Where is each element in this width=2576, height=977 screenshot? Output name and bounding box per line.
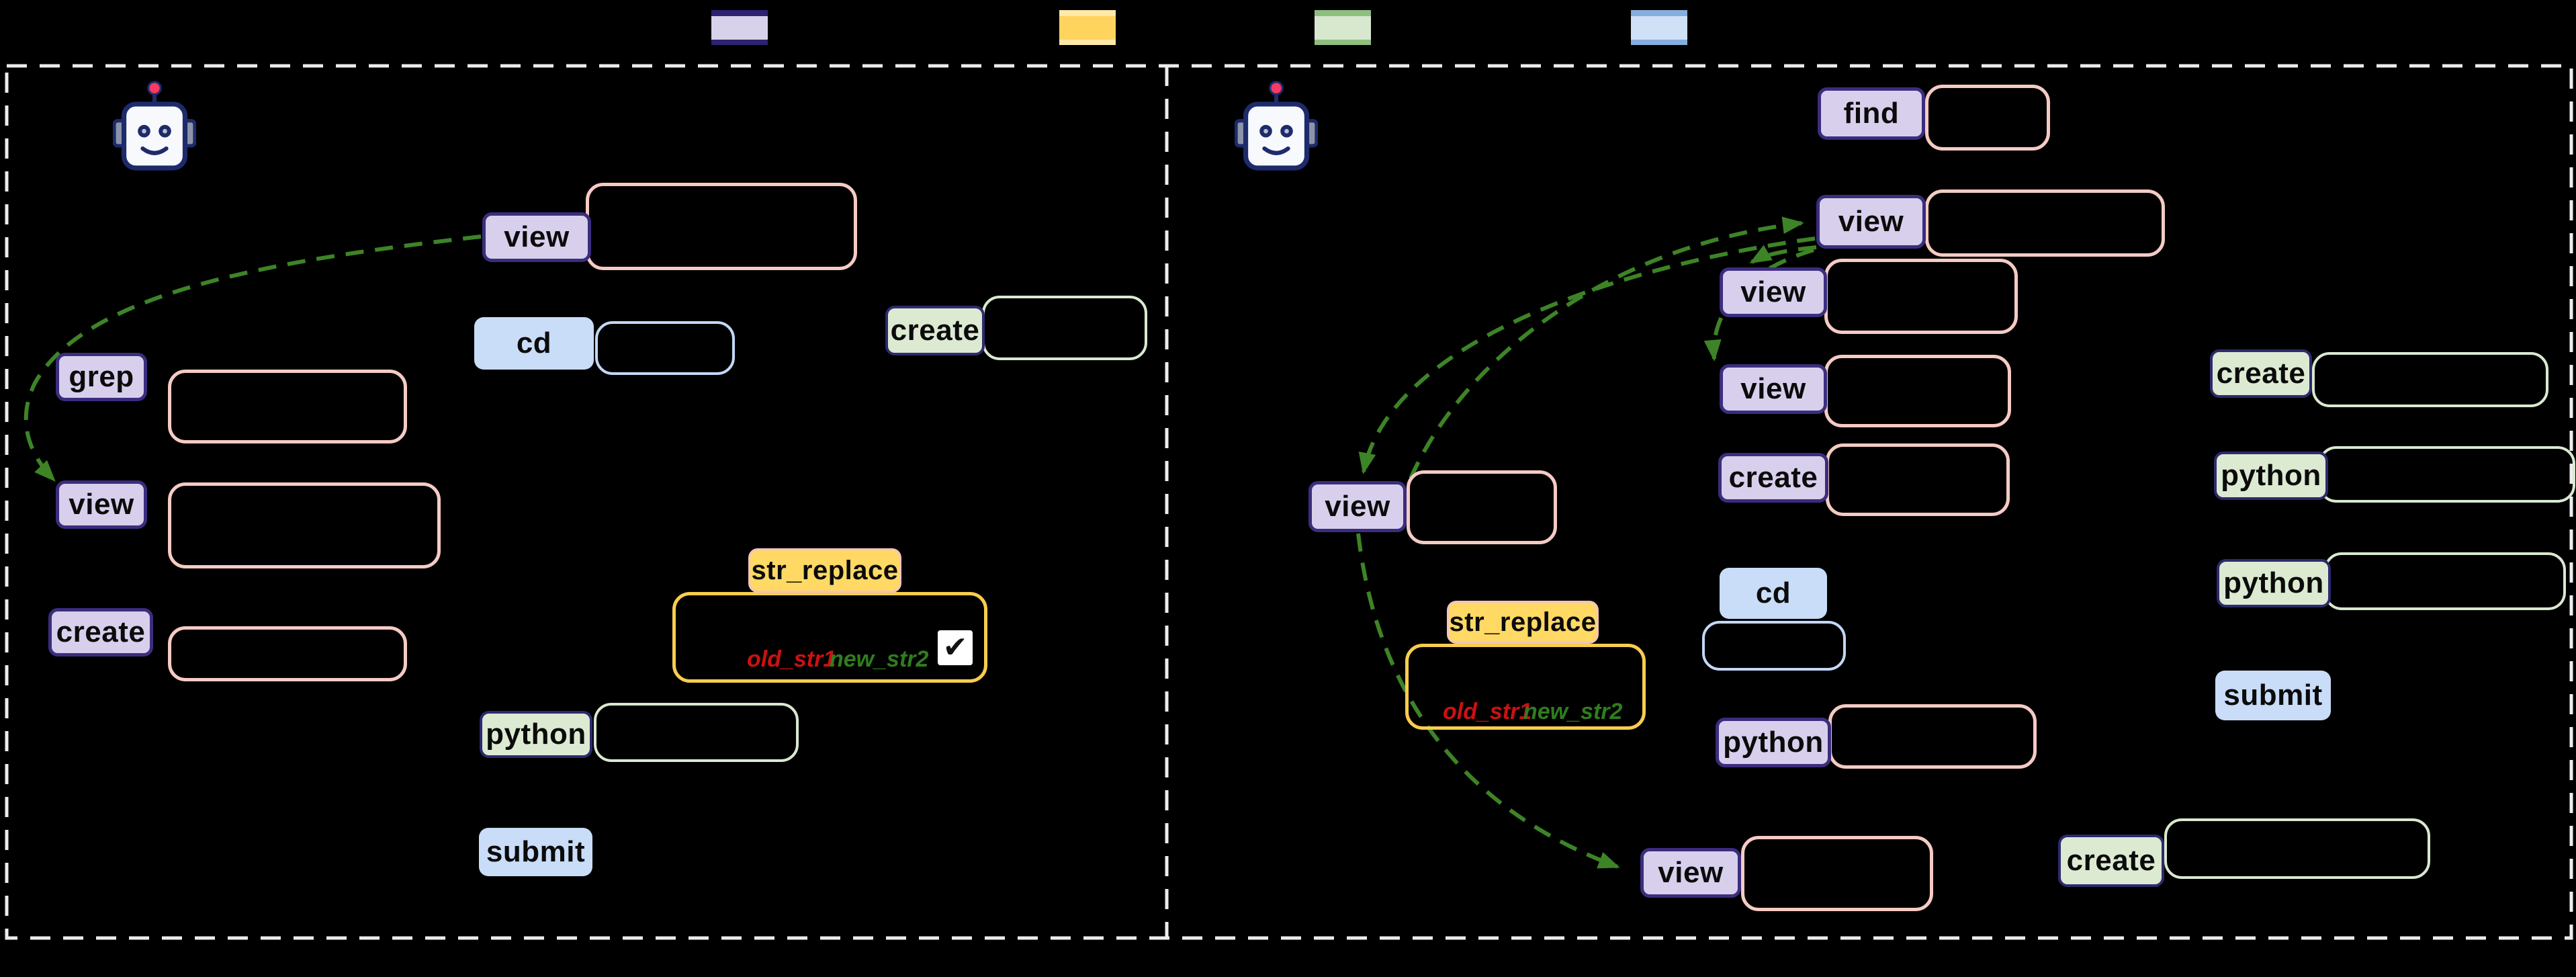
python-g1-label: python — [2214, 452, 2328, 500]
old-str-annotation: old_str1 — [747, 646, 836, 672]
view-1-label: view — [482, 212, 591, 262]
str-replace-2-label: str_replace — [1447, 601, 1599, 644]
str-replace-1-label: str_replace — [748, 548, 901, 593]
view-b1-label: view — [1720, 267, 1827, 317]
cd-1-arg-box — [595, 321, 735, 375]
submit-1-label: submit — [479, 828, 592, 876]
legend-swatch-purple — [711, 10, 768, 45]
arrow-viewmid-to-viewtop — [1409, 216, 1804, 480]
create-1-arg-box — [982, 296, 1147, 360]
create-p-label: create — [1718, 453, 1828, 503]
success-check-icon: ✔ — [938, 630, 973, 665]
new-str-annotation: new_str2 — [830, 646, 929, 672]
find-1-arg-box — [1925, 85, 2050, 151]
grep-1-arg-box — [168, 370, 407, 443]
create-p-arg-box — [1826, 443, 2010, 516]
old-str-annotation: old_str1 — [1443, 699, 1532, 724]
legend-swatch-blue — [1631, 10, 1687, 45]
view-b1-arg-box — [1824, 259, 2018, 334]
legend-swatch-green — [1315, 10, 1371, 45]
view-b2-arg-box — [1824, 355, 2011, 427]
arrow-viewtop-to-viewb1 — [1749, 245, 1817, 264]
grep-1-label: grep — [56, 353, 147, 401]
robot-agent-icon — [1234, 79, 1319, 173]
create-1-label: create — [885, 306, 985, 355]
view-top-arg-box — [1925, 189, 2165, 257]
python-p-label: python — [1716, 718, 1831, 767]
view-top-label: view — [1816, 195, 1926, 249]
create-g2-arg-box — [2164, 818, 2430, 879]
create-g1-arg-box — [2312, 352, 2548, 407]
view-mid-arg-box — [1407, 470, 1557, 544]
view-mid-label: view — [1308, 481, 1407, 532]
view-b2-label: view — [1720, 364, 1827, 414]
view-2-label: view — [56, 480, 147, 529]
python-1-arg-box — [594, 703, 799, 762]
python-p-arg-box — [1828, 704, 2037, 769]
create-g2-label: create — [2058, 835, 2164, 887]
python-g1-arg-box — [2319, 446, 2575, 503]
robot-agent-icon — [112, 79, 197, 173]
find-1-label: find — [1818, 87, 1925, 140]
create-2-label: create — [48, 608, 153, 656]
cd-1-label: cd — [474, 317, 594, 370]
legend-swatch-yellow — [1059, 10, 1116, 45]
create-g1-label: create — [2210, 349, 2312, 398]
python-g2-arg-box — [2324, 552, 2566, 610]
cd-r-label: cd — [1720, 568, 1827, 619]
python-1-label: python — [480, 711, 592, 758]
python-g2-label: python — [2217, 559, 2331, 607]
create-2-arg-box — [168, 626, 407, 681]
view-2-arg-box — [168, 482, 441, 568]
view-bottom-label: view — [1640, 848, 1741, 898]
view-1-arg-box — [586, 183, 857, 270]
view-bottom-arg-box — [1741, 836, 1933, 911]
new-str-annotation: new_str2 — [1523, 699, 1623, 724]
submit-r-label: submit — [2215, 671, 2331, 720]
cd-r-arg-box — [1702, 621, 1846, 671]
